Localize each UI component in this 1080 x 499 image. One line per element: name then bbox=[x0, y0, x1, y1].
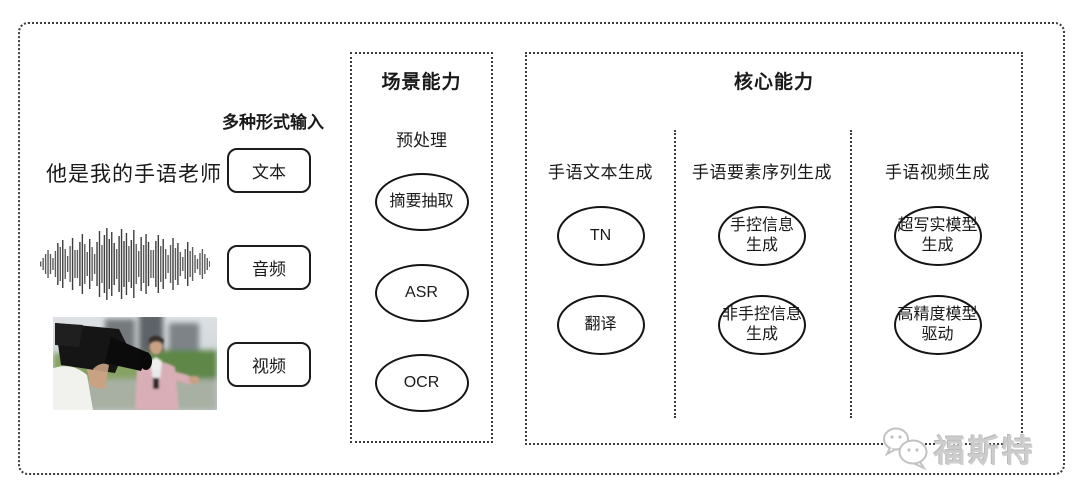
input-type-video-box: 视频 bbox=[227, 342, 311, 387]
audio-waveform-graphic bbox=[40, 228, 210, 300]
input-type-audio-label: 音频 bbox=[252, 260, 286, 279]
column-text-generation: 手语文本生成 TN 翻译 bbox=[527, 54, 674, 443]
column-divider-2 bbox=[850, 130, 852, 418]
node-hyperrealistic-model-generation: 超写实模型 生成 bbox=[893, 206, 982, 266]
column-header-text-generation: 手语文本生成 bbox=[548, 163, 653, 182]
core-section-title: 核心能力 bbox=[733, 72, 814, 93]
column-header-element-sequence: 手语要素序列生成 bbox=[692, 163, 832, 182]
input-section-title: 多种形式输入 bbox=[222, 113, 324, 132]
column-video-generation: 手语视频生成 超写实模型 生成 高精度模型 驱动 bbox=[850, 54, 1025, 443]
input-type-text-label: 文本 bbox=[252, 163, 286, 182]
core-capability-box: 核心能力 手语文本生成 TN 翻译 手语要素序列生成 手控信息 生成 非手控信息… bbox=[525, 52, 1023, 445]
input-type-text-box: 文本 bbox=[227, 148, 311, 193]
wechat-icon bbox=[883, 427, 928, 471]
node-tn: TN bbox=[556, 206, 645, 266]
column-element-sequence-generation: 手语要素序列生成 手控信息 生成 非手控信息 生成 bbox=[674, 54, 850, 443]
column-divider-1 bbox=[674, 130, 676, 418]
node-high-precision-model-driving: 高精度模型 驱动 bbox=[893, 295, 982, 355]
scene-section-title: 场景能力 bbox=[381, 72, 462, 93]
node-manual-info-generation: 手控信息 生成 bbox=[718, 206, 806, 266]
node-non-manual-info-generation: 非手控信息 生成 bbox=[718, 295, 806, 355]
column-header-video-generation: 手语视频生成 bbox=[885, 163, 990, 182]
example-sentence-text: 他是我的手语老师 bbox=[46, 163, 222, 186]
watermark-text: 福斯特 bbox=[934, 433, 1036, 469]
scene-capability-box: 场景能力 预处理 摘要抽取 ASR OCR bbox=[350, 52, 493, 443]
node-ocr: OCR bbox=[374, 354, 469, 412]
input-type-audio-box: 音频 bbox=[227, 245, 311, 290]
preprocess-label: 预处理 bbox=[396, 131, 447, 150]
node-asr: ASR bbox=[374, 264, 469, 322]
watermark: 福斯特 bbox=[880, 424, 1036, 472]
reporter-being-filmed-photo bbox=[53, 317, 217, 410]
node-translation: 翻译 bbox=[556, 295, 645, 355]
node-summary-extraction: 摘要抽取 bbox=[374, 173, 469, 231]
outer-dotted-frame bbox=[18, 22, 1065, 475]
input-type-video-label: 视频 bbox=[252, 357, 286, 376]
